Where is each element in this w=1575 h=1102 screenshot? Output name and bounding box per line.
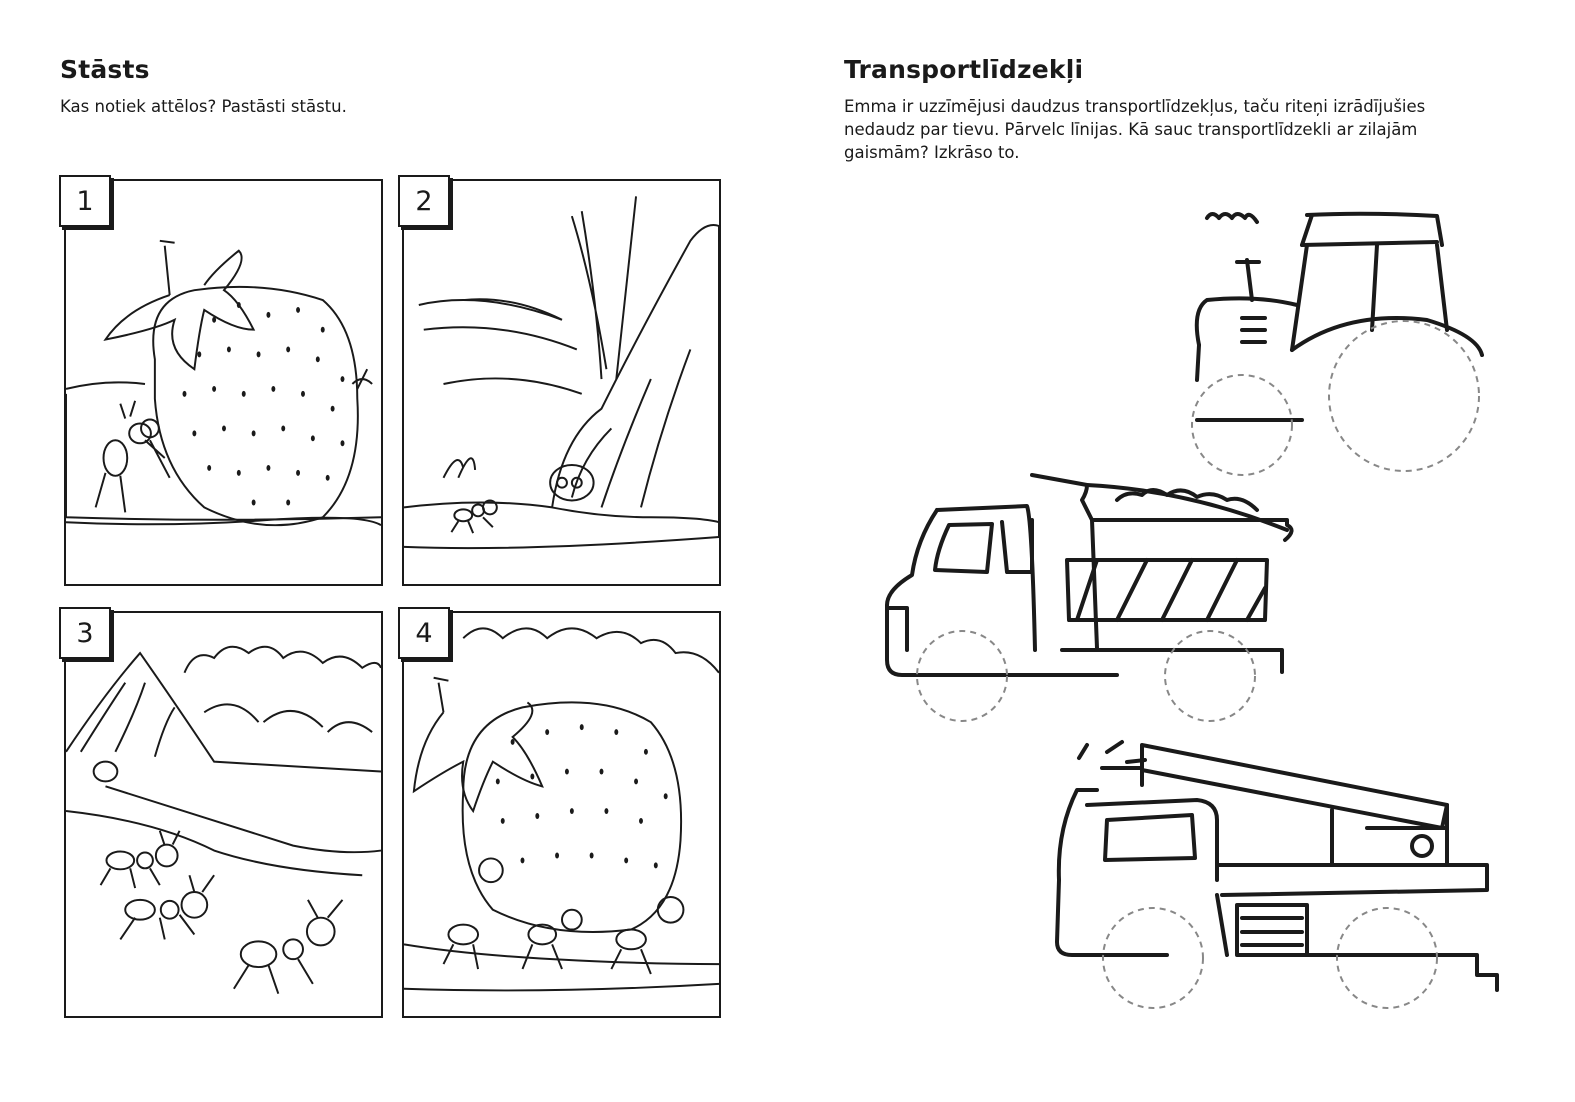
dump-truck-wheel-dashed [916, 630, 1256, 722]
transport-description: Emma ir uzzīmējusi daudzus transportlīdz… [844, 97, 1426, 162]
panel-number-4: 4 [398, 607, 450, 659]
strawberry-ant-icon [66, 239, 381, 527]
story-description: Kas notiek attēlos? Pastāsti stāstu. [60, 97, 347, 116]
fire-truck-icon [1055, 740, 1499, 992]
story-panel-4 [402, 611, 721, 1018]
story-page: Stāsts Kas notiek attēlos? Pastāsti stās… [0, 0, 787, 1102]
anthill-leaves-icon [404, 196, 719, 550]
dump-truck-icon [885, 473, 1294, 677]
vehicles-illustration [885, 211, 1499, 1009]
story-title: Stāsts [60, 55, 150, 84]
transport-page: Transportlīdzekļi Emma ir uzzīmējusi dau… [787, 0, 1575, 1102]
story-panel-1 [64, 179, 383, 586]
transport-title: Transportlīdzekļi [844, 55, 1084, 84]
ants-carrying-strawberry-icon [404, 627, 719, 992]
tractor-icon [1194, 211, 1484, 422]
ants-walking-icon [66, 645, 381, 995]
panel-number-2: 2 [398, 175, 450, 227]
story-panel-3 [64, 611, 383, 1018]
fire-truck-wheel-dashed [1102, 907, 1438, 1009]
tractor-wheel-dashed [1191, 320, 1480, 476]
story-panel-2 [402, 179, 721, 586]
panel-number-3: 3 [59, 607, 111, 659]
panel-number-1: 1 [59, 175, 111, 227]
